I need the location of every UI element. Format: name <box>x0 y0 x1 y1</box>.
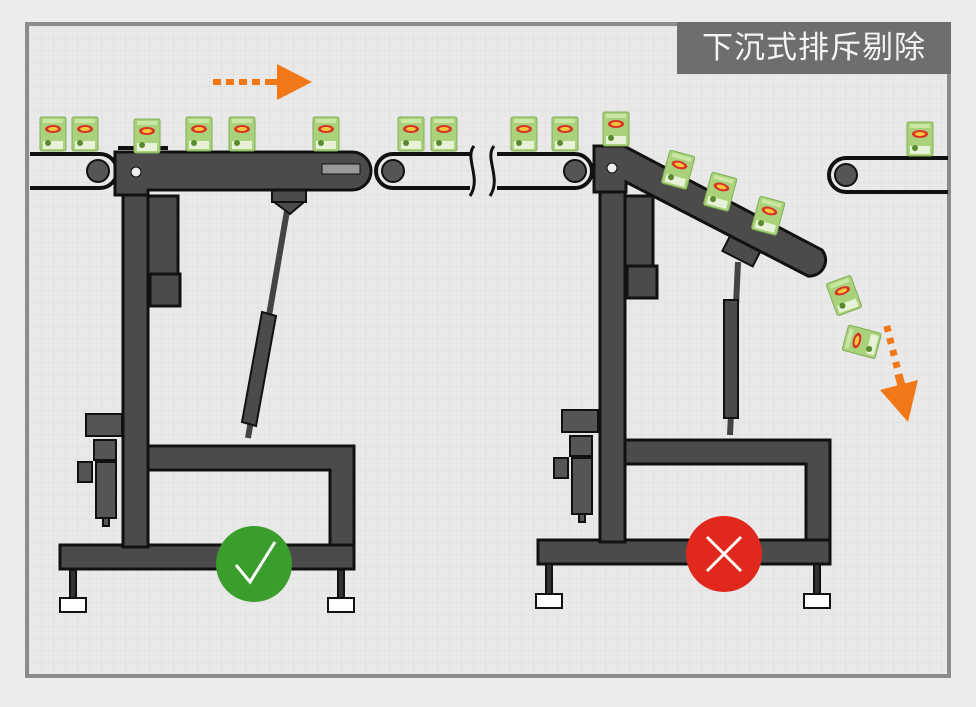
diagram-title: 下沉式排斥剔除 <box>677 22 951 74</box>
left-machine-base <box>58 193 356 571</box>
product-bag <box>510 116 538 152</box>
reject-status-icon <box>686 516 762 592</box>
right-feet <box>535 563 831 609</box>
product-bag <box>133 118 161 154</box>
check-icon <box>234 541 277 585</box>
right-reject-conveyor-tilted <box>592 144 828 278</box>
product-bag <box>841 324 883 360</box>
product-bag <box>185 116 213 152</box>
left-cylinder <box>240 179 307 439</box>
product-bag <box>906 121 934 157</box>
product-bag <box>551 116 579 152</box>
middle-conveyor <box>374 152 594 190</box>
product-bag <box>312 116 340 152</box>
left-feet <box>59 569 355 613</box>
product-bag <box>71 116 99 152</box>
right-machine-base <box>536 190 832 566</box>
product-bag <box>39 116 67 152</box>
product-bag <box>602 111 630 147</box>
right-air-regulator <box>553 409 599 523</box>
pass-status-icon <box>216 526 292 602</box>
reject-direction-arrow <box>880 325 918 422</box>
left-infeed-conveyor <box>30 152 119 190</box>
cross-icon <box>705 535 743 573</box>
left-air-regulator <box>77 413 123 527</box>
product-bag <box>825 274 863 317</box>
product-bag <box>397 116 425 152</box>
product-bag <box>228 116 256 152</box>
right-outfeed-conveyor <box>827 156 948 194</box>
left-reject-conveyor <box>113 146 373 197</box>
product-bag <box>430 116 458 152</box>
conveyor-break-icon <box>468 145 496 197</box>
flow-direction-arrow <box>213 64 312 100</box>
right-cylinder <box>721 228 765 436</box>
